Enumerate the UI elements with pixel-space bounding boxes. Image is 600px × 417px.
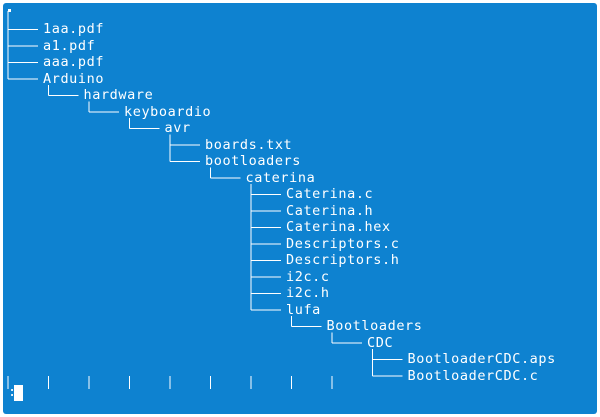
tree-item: Caterina.hex: [286, 219, 391, 235]
tree-item: avr: [164, 120, 191, 136]
tree-item: CDC: [367, 334, 394, 351]
tree-item: Descriptors.c: [286, 235, 400, 252]
tree-item: BootloaderCDC.c: [407, 367, 539, 384]
tree-item: 1aa.pdf: [43, 21, 105, 37]
tree-item: lufa: [286, 301, 321, 318]
prompt-dot: [8, 9, 11, 12]
tree-item: boards.txt: [205, 136, 293, 153]
tree-item: BootloaderCDC.aps: [407, 351, 556, 367]
tree-item: aaa.pdf: [43, 54, 105, 70]
tree-item: a1.pdf: [43, 37, 96, 54]
tree-item: caterina: [245, 169, 316, 186]
tree-item: hardware: [83, 87, 154, 103]
tree-item: Caterina.h: [286, 202, 374, 219]
tree-item: Caterina.c: [286, 186, 374, 202]
tree-item: i2c.c: [286, 268, 330, 285]
tree-item: Descriptors.h: [286, 252, 400, 268]
text-cursor[interactable]: [14, 385, 23, 401]
tree-item: i2c.h: [286, 285, 330, 301]
tree-item: Bootloaders: [326, 318, 423, 334]
tree-item: keyboardio: [124, 103, 212, 120]
tree-item: bootloaders: [205, 153, 302, 169]
tree-item: Arduino: [43, 70, 105, 87]
pager-prompt: :: [8, 384, 17, 400]
tree-lines: [7, 11, 403, 389]
